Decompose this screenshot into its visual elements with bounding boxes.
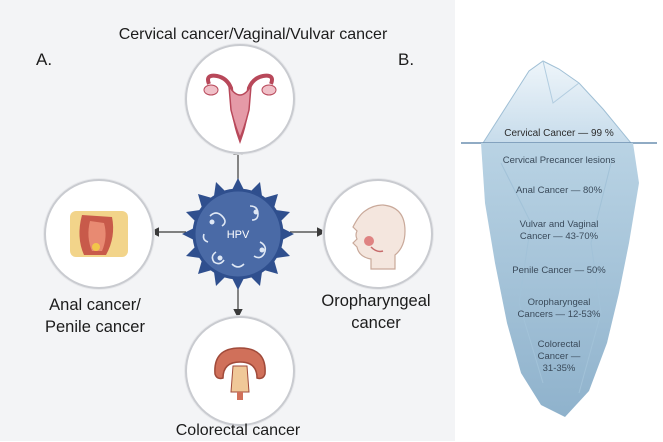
iceberg-item-4-line1: Penile Cancer — 50% — [461, 265, 657, 277]
left-label-line1: Anal cancer/ — [20, 294, 170, 316]
right-label-line2: cancer — [296, 312, 456, 334]
iceberg-item-5-line1: Oropharyngeal — [461, 297, 657, 309]
iceberg-item-3-line1: Vulvar and Vaginal — [461, 219, 657, 231]
iceberg-tip-label: Cervical Cancer — 99 % — [461, 128, 657, 141]
iceberg-item-2-line1: Anal Cancer — 80% — [461, 185, 657, 197]
oropharynx-circle — [323, 179, 433, 289]
bottom-organ-label: Colorectal cancer — [138, 420, 338, 442]
hpv-virus-icon: HPV — [180, 176, 296, 292]
iceberg-item-3-line2: Cancer — 43-70% — [461, 231, 657, 243]
right-label-line1: Oropharyngeal — [296, 290, 456, 312]
iceberg-item-6-line1: Colorectal — [461, 339, 657, 351]
uterus-icon — [187, 46, 293, 152]
left-organ-label: Anal cancer/ Penile cancer — [20, 294, 170, 339]
iceberg-item-5-line2: Cancers — 12-53% — [461, 309, 657, 321]
hpv-text: HPV — [227, 229, 250, 241]
iceberg-item-6-line2: Cancer — — [461, 351, 657, 363]
anal-circle — [44, 179, 154, 289]
left-label-line2: Penile cancer — [20, 316, 170, 338]
colon-icon — [187, 318, 293, 424]
uterus-circle — [185, 44, 295, 154]
head-profile-icon — [325, 181, 431, 287]
right-organ-label: Oropharyngeal cancer — [296, 290, 456, 335]
iceberg-item-1-line1: Cervical Precancer lesions — [461, 155, 657, 167]
iceberg-item-4: Penile Cancer — 50% — [461, 265, 657, 277]
iceberg-item-6: Colorectal Cancer — 31-35% — [461, 339, 657, 375]
anal-region-icon — [46, 181, 152, 287]
iceberg-item-3: Vulvar and Vaginal Cancer — 43-70% — [461, 219, 657, 243]
iceberg-item-6-line3: 31-35% — [461, 363, 657, 375]
colon-circle — [185, 316, 295, 426]
iceberg-item-5: Oropharyngeal Cancers — 12-53% — [461, 297, 657, 321]
iceberg-item-1: Cervical Precancer lesions — [461, 155, 657, 167]
panel-b: Cervical Cancer — 99 % Cervical Precance… — [461, 43, 657, 421]
iceberg-item-2: Anal Cancer — 80% — [461, 185, 657, 197]
